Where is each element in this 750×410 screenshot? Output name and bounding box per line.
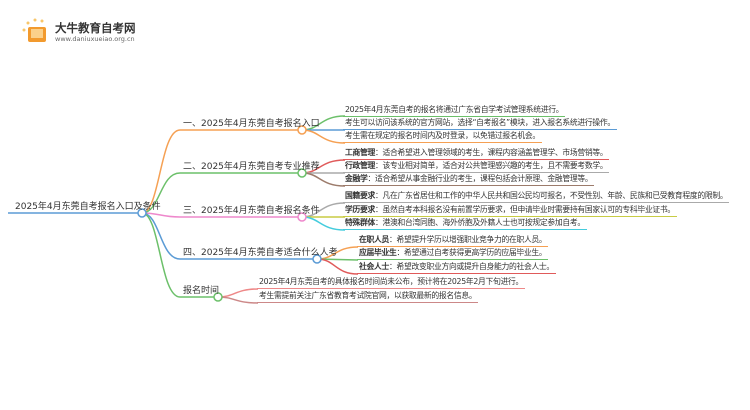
leaf: 考生需在规定的报名时间内及时登录，以免错过报名机会。: [343, 130, 542, 143]
leaf: 考生需提前关注广东省教育考试院官网，以获取最新的报名信息。: [257, 290, 479, 303]
leaf: 特殊群体：港澳和台湾同胞、海外侨胞及外籍人士也可按规定参加自考。: [343, 217, 587, 230]
leaf: 金融学：适合希望从事金融行业的考生，课程包括会计原理、金融管理等。: [343, 173, 595, 186]
leaf: 学历要求：虽然自考本科报名没有前置学历要求，但申请毕业时需要持有国家认可的专科毕…: [343, 204, 677, 217]
leaf: 行政管理：该专业相对简单，适合对公共管理感兴趣的考生，且不需要考数学。: [343, 160, 610, 173]
branch-conditions[interactable]: 三、2025年4月东莞自考报名条件: [183, 206, 320, 216]
leaf: 工商管理：适合希望进入管理领域的考生，课程内容涵盖管理学、市场营销等。: [343, 147, 610, 160]
leaf: 国籍要求：凡在广东省居住和工作的中华人民共和国公民均可报名，不受性别、年龄、民族…: [343, 190, 730, 203]
branch-entry[interactable]: 一、2025年4月东莞自考报名入口: [183, 119, 320, 129]
leaf: 社会人士：希望改变职业方向或提升自身能力的社会人士。: [357, 261, 556, 274]
root-node[interactable]: 2025年4月东莞自考报名入口及条件: [15, 202, 161, 212]
branch-majors[interactable]: 二、2025年4月东莞自考专业推荐: [183, 162, 320, 172]
leaf: 考生可以访问该系统的官方网站，选择“自考报名”模块，进入报名系统进行操作。: [343, 117, 617, 130]
logo: [20, 18, 54, 48]
logo-title: 大牛教育自考网: [55, 21, 136, 35]
leaf: 在职人员：希望提升学历以增强职业竞争力的在职人员。: [357, 234, 549, 247]
logo-url: www.daniuxueiao.org.cn: [55, 35, 135, 43]
leaf: 2025年4月东莞自考的具体报名时间尚未公布，预计将在2025年2月下旬进行。: [257, 276, 526, 289]
branch-suitable[interactable]: 四、2025年4月东莞自考适合什么人考: [183, 248, 338, 258]
book-logo-icon: [22, 18, 46, 42]
leaf: 2025年4月东莞自考的报名将通过广东省自学考试管理系统进行。: [343, 104, 566, 117]
branch-time[interactable]: 报名时间: [183, 286, 220, 296]
leaf: 应届毕业生：希望通过自考获得更高学历的应届毕业生。: [357, 247, 549, 260]
